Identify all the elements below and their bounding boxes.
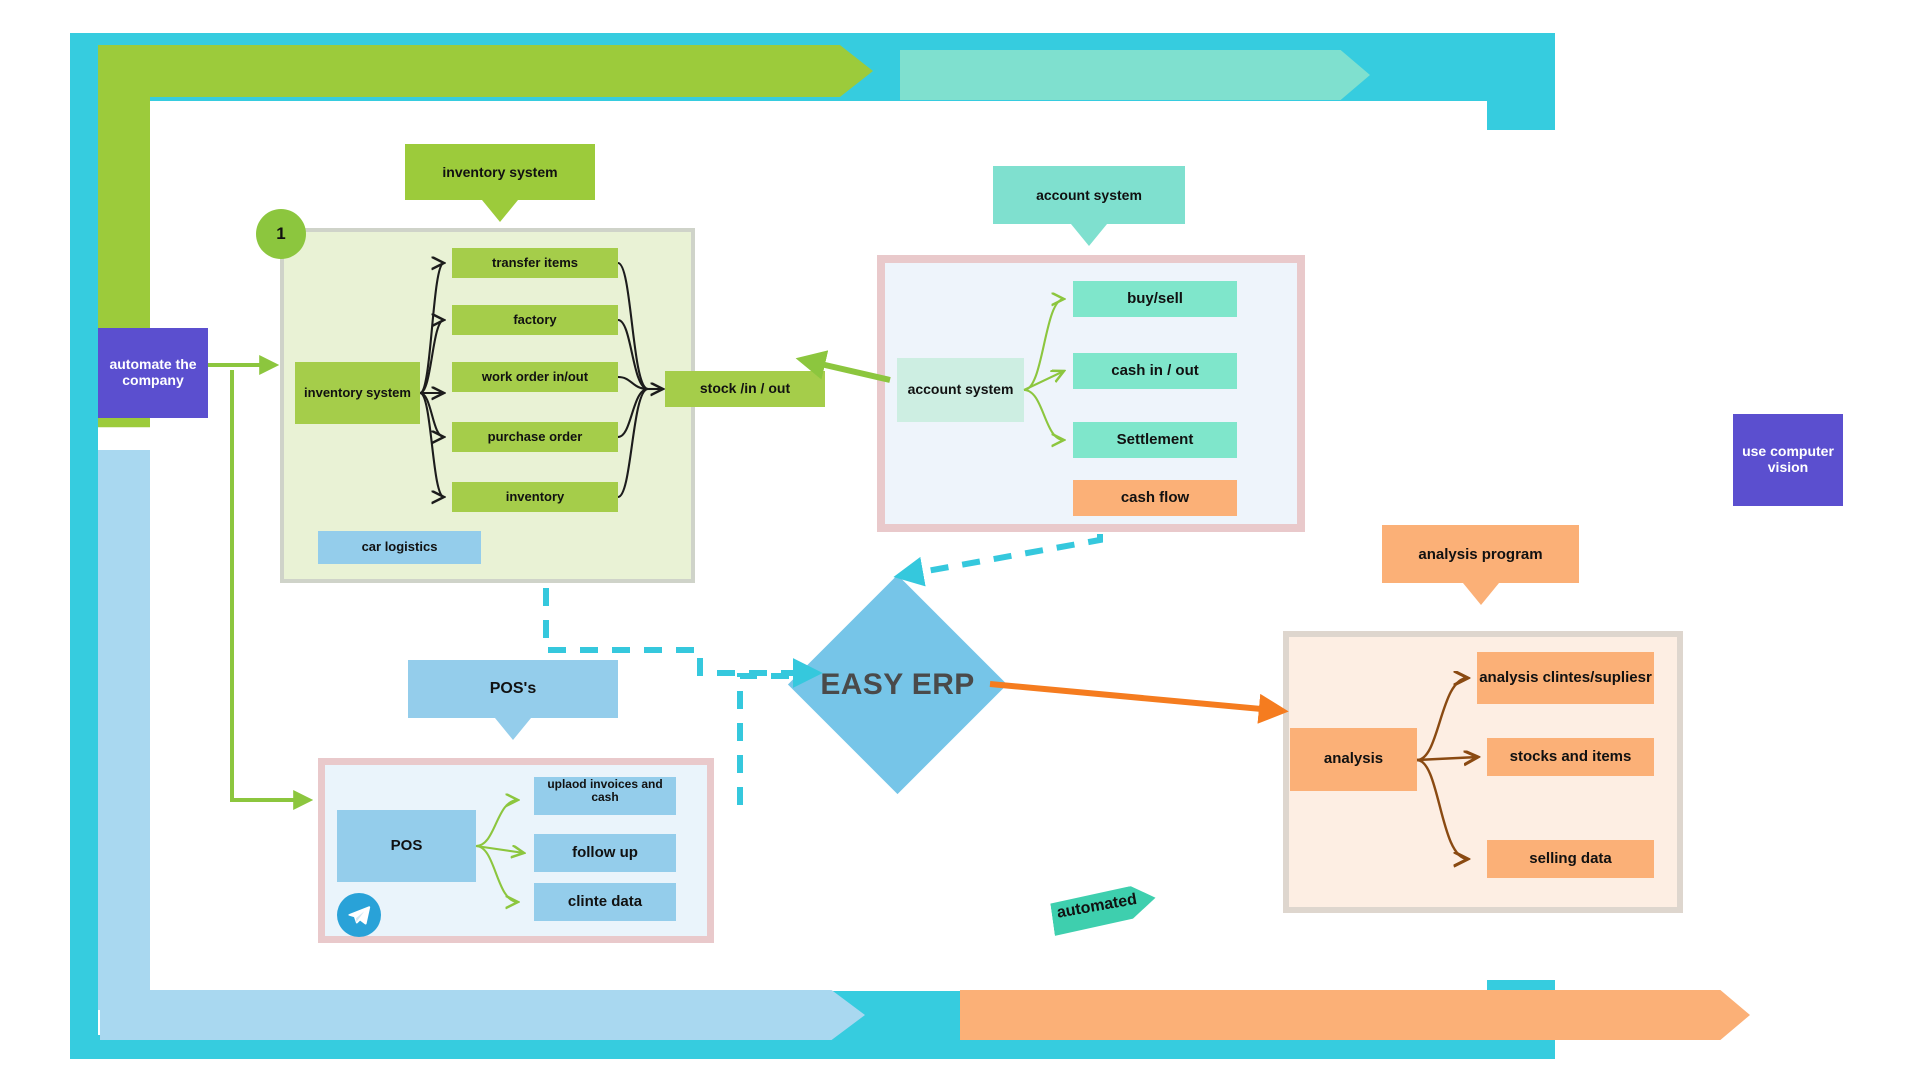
car-logistics-label: car logistics xyxy=(361,539,438,555)
pos-item-label: clinte data xyxy=(567,892,643,910)
inventory-item-purchase-order[interactable]: purchase order xyxy=(452,422,618,452)
analysis-item-label: stocks and items xyxy=(1509,747,1632,765)
analysis-callout-label: analysis program xyxy=(1382,525,1579,583)
pos-item-upload-invoices[interactable]: uplaod invoices and cash xyxy=(534,777,676,815)
inventory-system-callout: inventory system xyxy=(405,144,595,222)
account-item-settlement[interactable]: Settlement xyxy=(1073,422,1237,458)
inventory-root-box[interactable]: inventory system xyxy=(295,362,420,424)
pos-callout-label: POS's xyxy=(408,660,618,718)
stock-in-out-label: stock /in / out xyxy=(699,380,791,397)
analysis-item-label: selling data xyxy=(1529,849,1612,867)
pos-callout: POS's xyxy=(408,660,618,740)
stock-in-out-box[interactable]: stock /in / out xyxy=(665,371,825,407)
inventory-item-label: inventory xyxy=(505,488,565,504)
cyan-inner-left-strip xyxy=(98,450,150,1010)
account-root-box[interactable]: account system xyxy=(897,358,1024,422)
bottom-blue-arrow xyxy=(100,990,865,1040)
pos-root-box[interactable]: POS xyxy=(337,810,476,882)
account-root-label: account system xyxy=(907,381,1014,398)
inventory-item-label: work order in/out xyxy=(481,368,589,384)
automate-the-company-box[interactable]: automate the company xyxy=(98,328,208,418)
telegram-icon[interactable] xyxy=(337,893,381,937)
top-green-arrow-horizontal xyxy=(98,45,873,97)
top-teal-arrow xyxy=(900,50,1370,100)
use-computer-vision-label: use computer vision xyxy=(1742,443,1834,475)
car-logistics-box[interactable]: car logistics xyxy=(318,531,481,564)
pos-item-clinte-data[interactable]: clinte data xyxy=(534,883,676,921)
inventory-callout-label: inventory system xyxy=(405,144,595,200)
account-item-buy-sell[interactable]: buy/sell xyxy=(1073,281,1237,317)
step-badge-one: 1 xyxy=(256,209,306,259)
inventory-item-transfer-items[interactable]: transfer items xyxy=(452,248,618,278)
inventory-item-label: purchase order xyxy=(487,428,583,444)
analysis-item-label: analysis clintes/supliesr xyxy=(1479,668,1652,686)
analysis-root-label: analysis xyxy=(1323,750,1384,768)
inventory-item-factory[interactable]: factory xyxy=(452,305,618,335)
automate-the-company-label: automate the company xyxy=(109,356,197,388)
account-callout-label: account system xyxy=(993,166,1185,224)
pos-item-label: uplaod invoices and cash xyxy=(547,777,663,805)
inventory-item-label: factory xyxy=(513,311,557,327)
analysis-item-selling-data[interactable]: selling data xyxy=(1487,840,1654,878)
inventory-item-work-order[interactable]: work order in/out xyxy=(452,362,618,392)
account-item-label: buy/sell xyxy=(1127,289,1183,307)
account-item-label: cash in / out xyxy=(1111,361,1199,379)
account-item-label: Settlement xyxy=(1116,430,1194,448)
easy-erp-label-wrap: EASY ERP xyxy=(820,607,975,762)
pos-item-label: follow up xyxy=(572,843,638,861)
analysis-root-box[interactable]: analysis xyxy=(1290,728,1417,791)
inventory-item-label: transfer items xyxy=(492,254,578,270)
analysis-item-stocks-and-items[interactable]: stocks and items xyxy=(1487,738,1654,776)
telegram-glyph xyxy=(348,906,371,925)
inventory-root-label: inventory system xyxy=(304,384,411,400)
account-item-cash-flow[interactable]: cash flow xyxy=(1073,480,1237,516)
cash-flow-label: cash flow xyxy=(1120,488,1190,506)
analysis-item-clients-suppliers[interactable]: analysis clintes/supliesr xyxy=(1477,652,1654,704)
pos-item-follow-up[interactable]: follow up xyxy=(534,834,676,872)
analysis-program-callout: analysis program xyxy=(1382,525,1579,605)
account-system-callout: account system xyxy=(993,166,1185,246)
inventory-item-inventory[interactable]: inventory xyxy=(452,482,618,512)
bottom-orange-arrow xyxy=(960,990,1750,1040)
pos-root-label: POS xyxy=(390,836,423,854)
step-badge-label: 1 xyxy=(276,224,286,243)
easy-erp-label: EASY ERP xyxy=(820,667,975,701)
account-item-cash-in-out[interactable]: cash in / out xyxy=(1073,353,1237,389)
use-computer-vision-box[interactable]: use computer vision xyxy=(1733,414,1843,506)
